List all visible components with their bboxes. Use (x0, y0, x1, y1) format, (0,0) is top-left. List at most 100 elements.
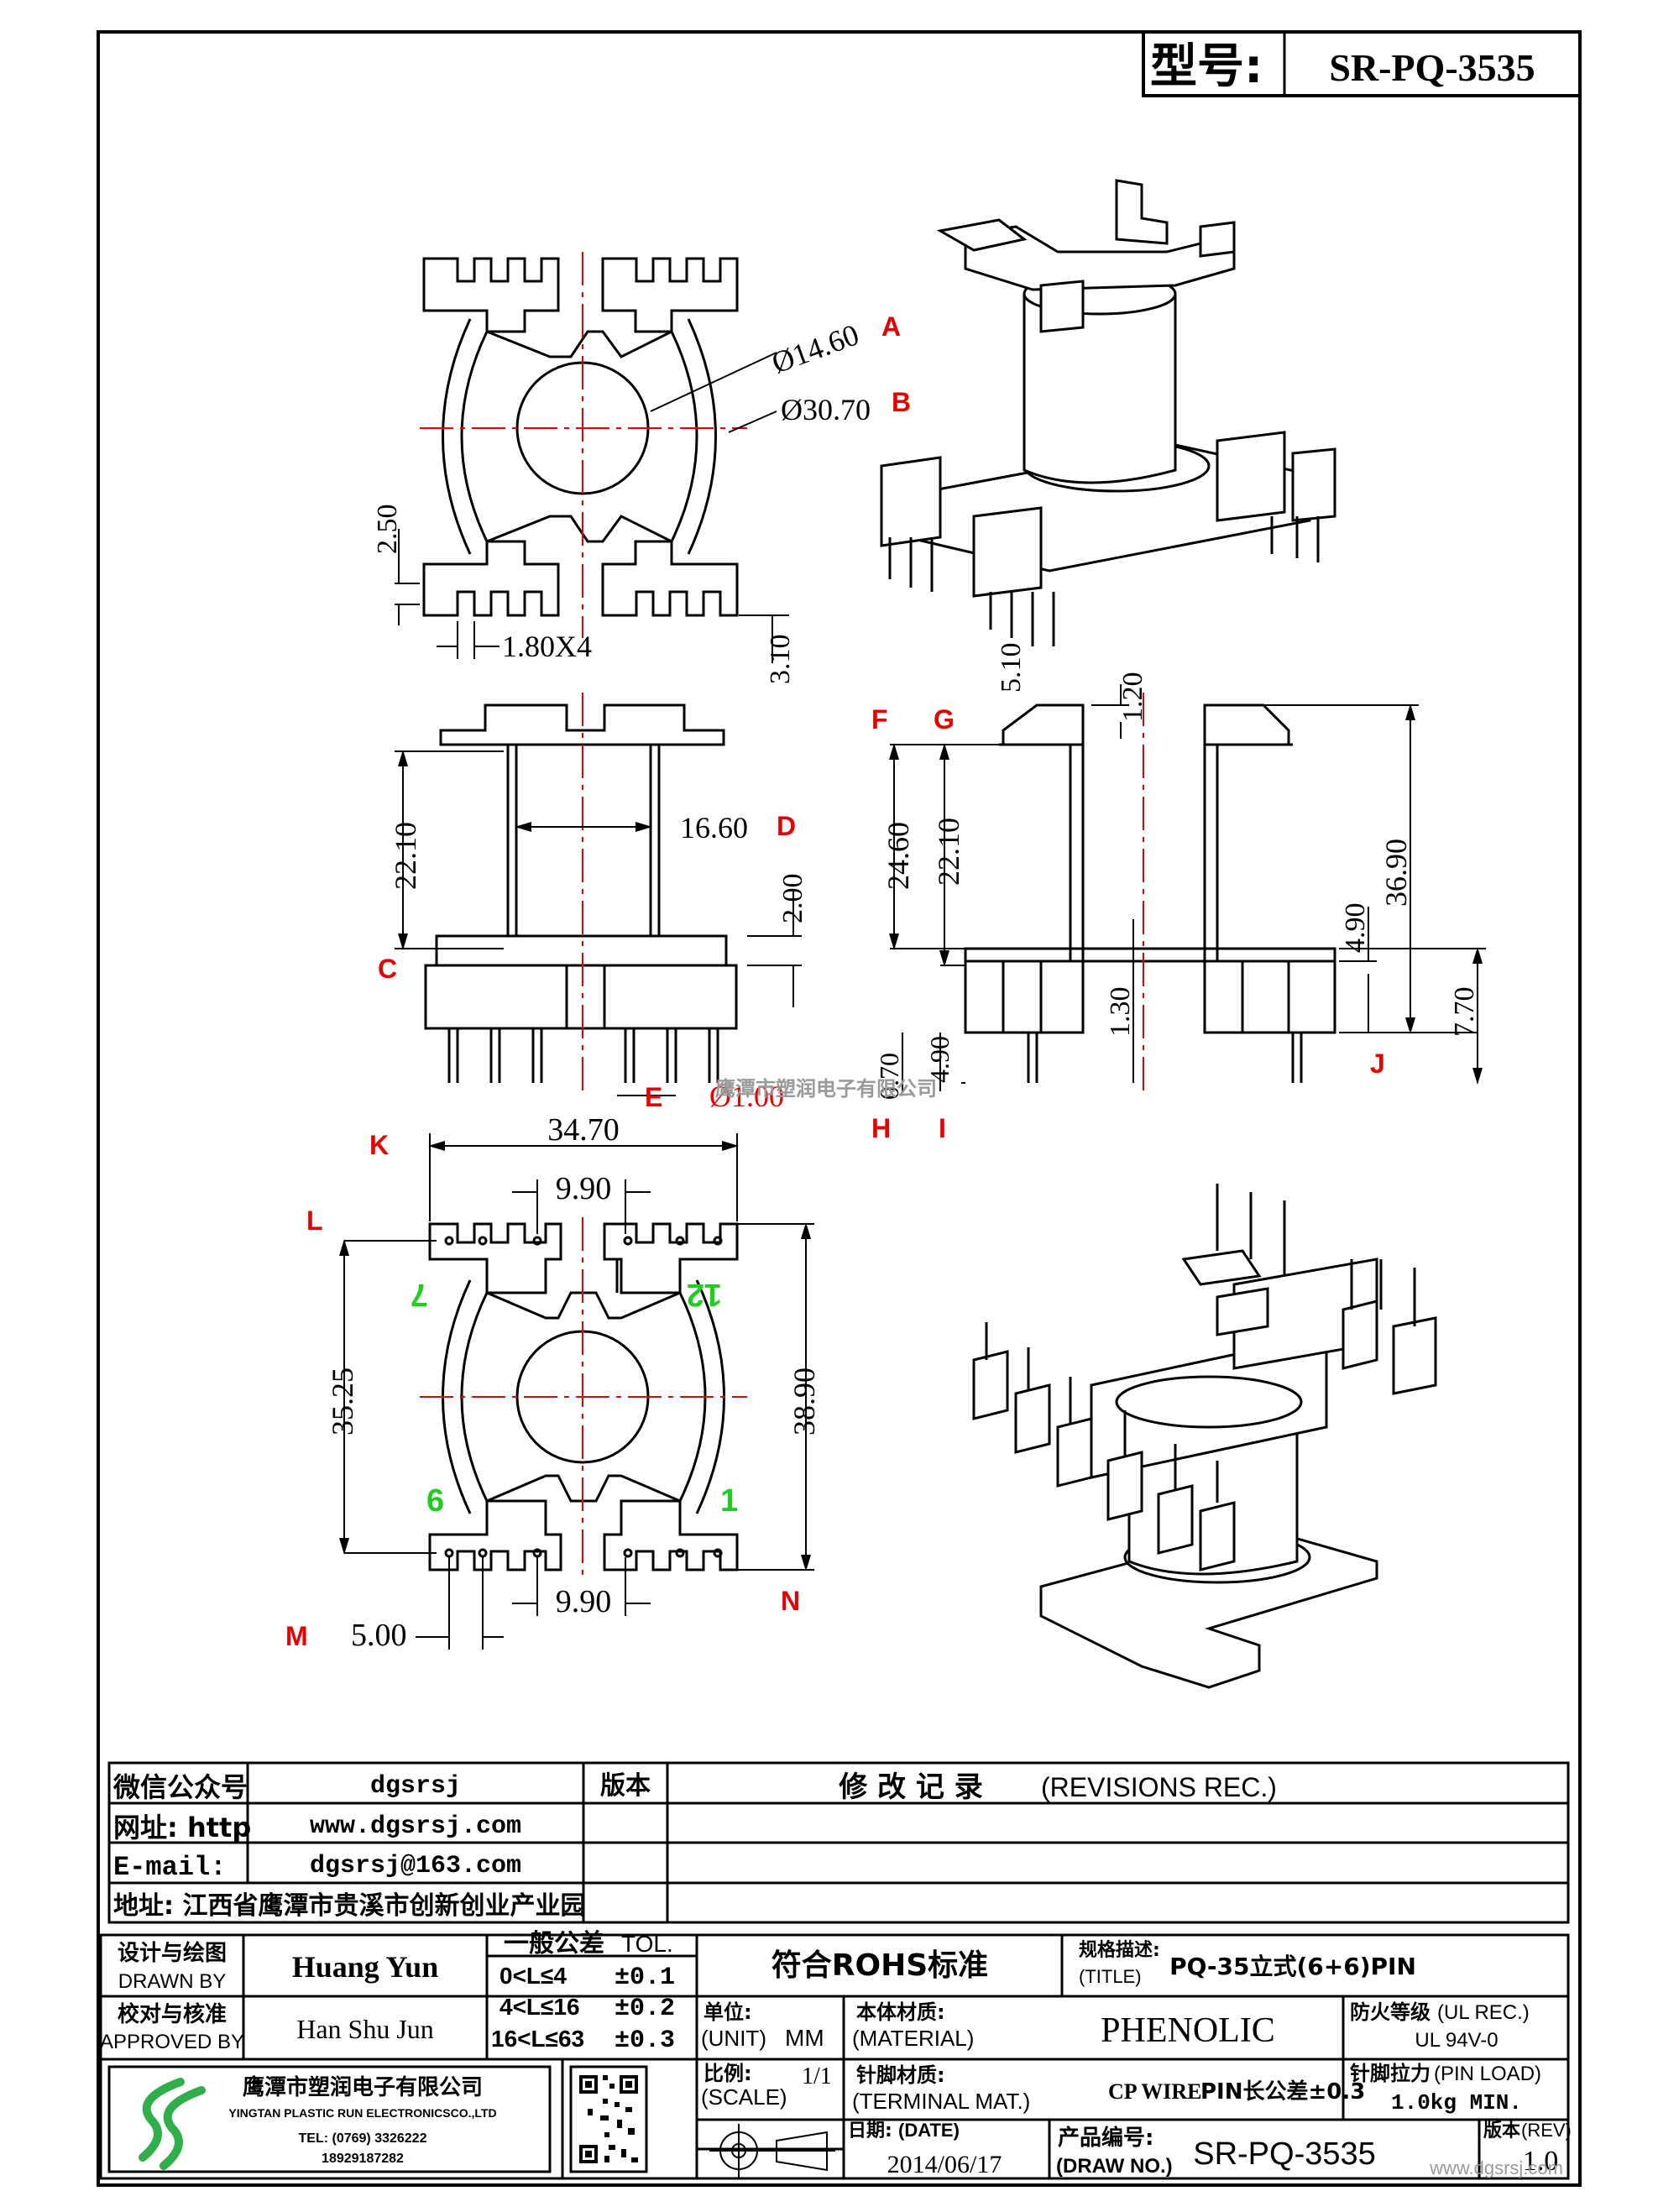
front-view-pins (447, 1028, 719, 1083)
model-value: SR-PQ-3535 (1329, 46, 1535, 89)
company-en: YINGTAN PLASTIC RUN ELECTRONICSCO.,LTD (228, 2106, 496, 2120)
email-value: dgsrsj@163.com (310, 1852, 521, 1880)
material-en: (MATERIAL) (852, 2026, 974, 2051)
title-en: (TITLE) (1079, 1966, 1142, 1987)
dim-1-80x4: 1.80X4 (502, 630, 592, 663)
material-value: PHENOLIC (1101, 2011, 1275, 2050)
title-block (99, 1933, 1570, 2180)
isometric-view-top (880, 179, 1336, 598)
front-view (424, 703, 738, 1030)
email-label: E-mail: (113, 1852, 226, 1883)
isometric-view-bottom (972, 1249, 1437, 1689)
title-cn: 规格描述: (1079, 1939, 1160, 1961)
dim-22-10-side: 22.10 (932, 818, 965, 886)
company-block (107, 2065, 648, 2173)
terminal-value: CP WIRE (1108, 2079, 1202, 2104)
web-value: www.dgsrsj.com (310, 1812, 521, 1841)
pin-number-6: 6 (426, 1483, 444, 1519)
drawno-value: SR-PQ-3535 (1193, 2136, 1376, 2172)
top-view-centerlines (420, 252, 747, 638)
drawno-en: (DRAW NO.) (1056, 2155, 1173, 2178)
approved-name: Han Shu Jun (296, 2014, 434, 2044)
model-label: 型号: (1150, 39, 1263, 94)
pinload-cn: 针脚拉力 (1350, 2062, 1431, 2085)
dim-9-90-top: 9.90 (556, 1171, 612, 1206)
model-header: 型号: SR-PQ-3535 (1142, 30, 1582, 97)
flame-en: (UL REC.) (1437, 2001, 1530, 2024)
dim-3-10: 3.10 (765, 635, 796, 685)
sheet-border (97, 30, 1582, 2187)
tol-val3: ±0.3 (615, 2026, 675, 2055)
dim-4-90-bottom: 4.90 (924, 1036, 955, 1083)
pin-number-12: 12 (687, 1277, 722, 1312)
terminal-en: (TERMINAL MAT.) (852, 2089, 1030, 2114)
terminal-cn: 针脚材质: (856, 2063, 945, 2087)
side-view-dims (889, 684, 1486, 1091)
revisions-cn: 修 改 记 录 (838, 1770, 983, 1804)
side-view-pins (1027, 1033, 1303, 1083)
flame-value: UL 94V-0 (1415, 2029, 1498, 2052)
tag-k: K (369, 1130, 389, 1160)
dim-diameter-a: Ø14.60 (767, 317, 863, 379)
bottom-view-dims (339, 1133, 814, 1650)
dim-2-50: 2.50 (372, 505, 403, 555)
tol-val1: ±0.1 (615, 1964, 675, 1992)
top-view (422, 257, 739, 617)
info-table (107, 1761, 1570, 1924)
revisions-en: (REVISIONS REC.) (1041, 1772, 1277, 1802)
pin-tol: PIN长公差±0.3 (1200, 2079, 1365, 2105)
rev-label: 版本 (600, 1771, 651, 1801)
unit-cn: 单位: (704, 2000, 752, 2024)
scale-cn: 比例: (704, 2062, 752, 2085)
drawn-cn: 设计与绘图 (118, 1940, 227, 1966)
dim-36-90: 36.90 (1379, 839, 1413, 907)
top-view-dims (395, 352, 789, 663)
material-cn: 本体材质: (856, 2000, 945, 2024)
web-label: 网址: http (113, 1812, 251, 1843)
rev-en: (REV) (1521, 2120, 1572, 2141)
tag-b: B (892, 387, 911, 417)
dim-1-20: 1.20 (1117, 672, 1148, 723)
date-value: 2014/06/17 (887, 2151, 1002, 2178)
wechat-value: dgsrsj (370, 1772, 461, 1801)
drawn-en: DRAWN BY (118, 1970, 226, 1993)
title-value: PQ-35立式(6+6)PIN (1169, 1953, 1416, 1980)
isometric-view-top-pins (888, 516, 1320, 646)
company-logo-icon (139, 2078, 206, 2170)
dim-9-90-bottom: 9.90 (556, 1584, 612, 1619)
dim-24-60: 24.60 (881, 822, 915, 890)
pinload-value: 1.0kg MIN. (1391, 2090, 1522, 2115)
drawno-cn: 产品编号: (1058, 2125, 1153, 2151)
unit-en: (UNIT) (701, 2026, 766, 2051)
side-view (964, 703, 1336, 1034)
dim-4-90-side: 4.90 (1340, 903, 1371, 954)
dim-16-60: 16.60 (680, 811, 748, 845)
flame-cn: 防火等级 (1350, 2000, 1431, 2024)
tag-a: A (881, 311, 901, 342)
dim-1-00: Ø1.00 (709, 1080, 784, 1113)
tol-en: TOL. (621, 1931, 673, 1957)
company-cn: 鹰潭市塑润电子有限公司 (243, 2074, 483, 2100)
wechat-label: 微信公众号 (112, 1771, 248, 1803)
tag-c: C (378, 954, 397, 984)
projection-symbol-icon (709, 2124, 835, 2178)
scale-en: (SCALE) (701, 2084, 787, 2110)
approved-cn: 校对与核准 (118, 2001, 227, 2027)
date-en: (DATE) (898, 2120, 960, 2141)
approved-en: APPROVED BY (100, 2031, 244, 2053)
dim-22-10-front: 22.10 (389, 822, 422, 890)
tag-e: E (645, 1082, 662, 1112)
front-view-dims (395, 750, 802, 1096)
tag-j: J (1370, 1048, 1385, 1079)
rohs: 符合ROHS标准 (772, 1948, 988, 1983)
site-mark: www.dgsrsj.com (1429, 2157, 1563, 2178)
dim-38-90: 38.90 (787, 1367, 821, 1435)
isometric-view-bottom-pins (985, 1184, 1416, 1503)
tol-row2: 4<L≤16 (500, 1994, 580, 2020)
dim-0-70: 0.70 (874, 1053, 904, 1100)
address: 地址: 江西省鹰潭市贵溪市创新创业产业园 (113, 1891, 585, 1921)
dim-35-25: 35.25 (326, 1367, 359, 1435)
tag-h: H (871, 1113, 891, 1143)
dim-34-70: 34.70 (547, 1112, 620, 1148)
